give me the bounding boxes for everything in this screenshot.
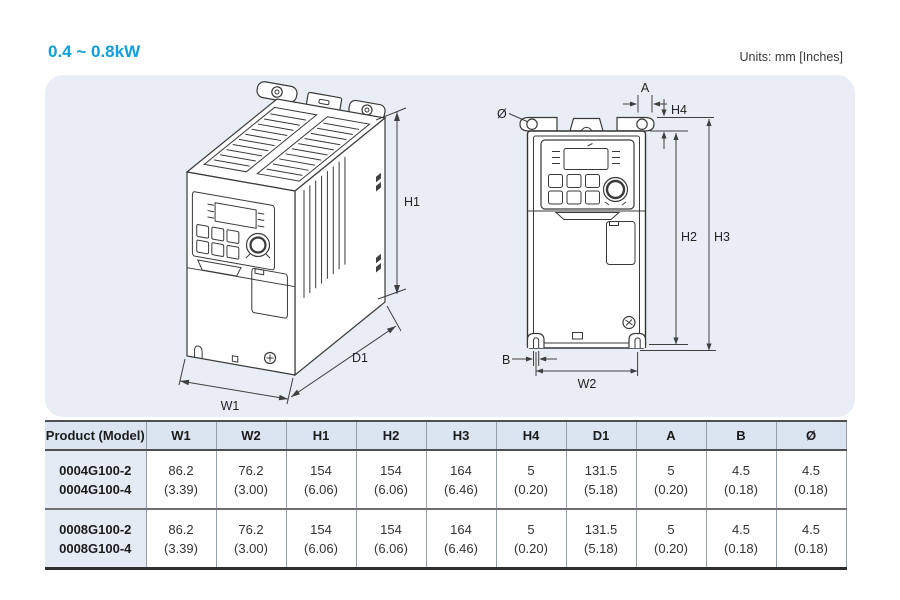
dim-cell: 5(0.20): [635, 450, 707, 510]
dim-label-d1: D1: [352, 351, 368, 365]
table-row: 0004G100-2 0004G100-4 86.2(3.39) 76.2(3.…: [45, 450, 847, 510]
col-header-b: B: [705, 420, 777, 451]
col-header-d1: D1: [565, 420, 637, 451]
top-grille: [204, 107, 369, 181]
dim-label-h2: H2: [681, 230, 697, 244]
dimension-drawing: H1 W1 D1: [45, 75, 730, 417]
dim-label-h3: H3: [714, 230, 730, 244]
keypad: [540, 139, 635, 210]
dim-h2: H2: [649, 133, 697, 345]
dim-cell: 5(0.20): [495, 509, 567, 570]
col-header-h1: H1: [285, 420, 357, 451]
dim-cell: 154(6.06): [285, 450, 357, 510]
col-header-h3: H3: [425, 420, 497, 451]
dim-h1: H1: [375, 107, 420, 300]
dim-h3: H3: [640, 119, 730, 351]
dim-cell: 76.2(3.00): [215, 450, 287, 510]
col-header-a: A: [635, 420, 707, 451]
dim-label-diameter: Ø: [497, 107, 507, 121]
dim-label-h1: H1: [404, 195, 420, 209]
dim-cell: 164(6.46): [425, 509, 497, 570]
dim-w1: W1: [178, 358, 294, 413]
dim-label-w1: W1: [221, 399, 240, 413]
dim-cell: 86.2(3.39): [145, 450, 217, 510]
side-vents: [304, 128, 381, 331]
col-header-w1: W1: [145, 420, 217, 451]
col-header-h4: H4: [495, 420, 567, 451]
col-header-product: Product (Model): [45, 420, 147, 451]
dim-cell: 4.5(0.18): [775, 450, 847, 510]
dimensions-table: Product (Model) W1 W2 H1 H2 H3 H4 D1 A B…: [45, 420, 847, 570]
dim-cell: 86.2(3.39): [145, 509, 217, 570]
dim-w2: W2: [535, 352, 639, 391]
dim-cell: 131.5(5.18): [565, 509, 637, 570]
front-face-details: [187, 190, 295, 375]
dim-cell: 4.5(0.18): [705, 450, 777, 510]
dim-cell: 5(0.20): [495, 450, 567, 510]
dim-cell: 154(6.06): [285, 509, 357, 570]
dim-label-h4: H4: [671, 103, 687, 117]
table-row: 0008G100-2 0008G100-4 86.2(3.39) 76.2(3.…: [45, 509, 847, 570]
dim-cell: 4.5(0.18): [705, 509, 777, 570]
col-header-diameter: Ø: [775, 420, 847, 451]
dim-cell: 131.5(5.18): [565, 450, 637, 510]
dim-label-a: A: [641, 81, 650, 95]
dim-cell: 4.5(0.18): [775, 509, 847, 570]
diagram-panel: H1 W1 D1: [45, 75, 855, 417]
dim-h4: H4: [650, 99, 714, 149]
dim-b: B: [502, 351, 557, 367]
header-row: Product (Model) W1 W2 H1 H2 H3 H4 D1 A B…: [45, 420, 847, 451]
dim-label-b: B: [502, 353, 510, 367]
dim-a: A: [623, 81, 667, 113]
col-header-w2: W2: [215, 420, 287, 451]
front-view: Ø A H4 H2: [497, 81, 730, 391]
dim-cell: 164(6.46): [425, 450, 497, 510]
dim-cell: 76.2(3.00): [215, 509, 287, 570]
dim-cell: 5(0.20): [635, 509, 707, 570]
units-label: Units: mm [Inches]: [739, 50, 844, 64]
dim-d1: D1: [290, 305, 402, 398]
dim-cell: 154(6.06): [355, 509, 427, 570]
model-cell: 0004G100-2 0004G100-4: [45, 450, 147, 510]
dim-cell: 154(6.06): [355, 450, 427, 510]
dim-diameter: Ø: [497, 107, 528, 122]
isometric-view: H1 W1 D1: [179, 81, 420, 413]
col-header-h2: H2: [355, 420, 427, 451]
model-cell: 0008G100-2 0008G100-4: [45, 509, 147, 570]
page-title: 0.4 ~ 0.8kW: [48, 42, 141, 61]
dim-label-w2: W2: [578, 377, 597, 391]
